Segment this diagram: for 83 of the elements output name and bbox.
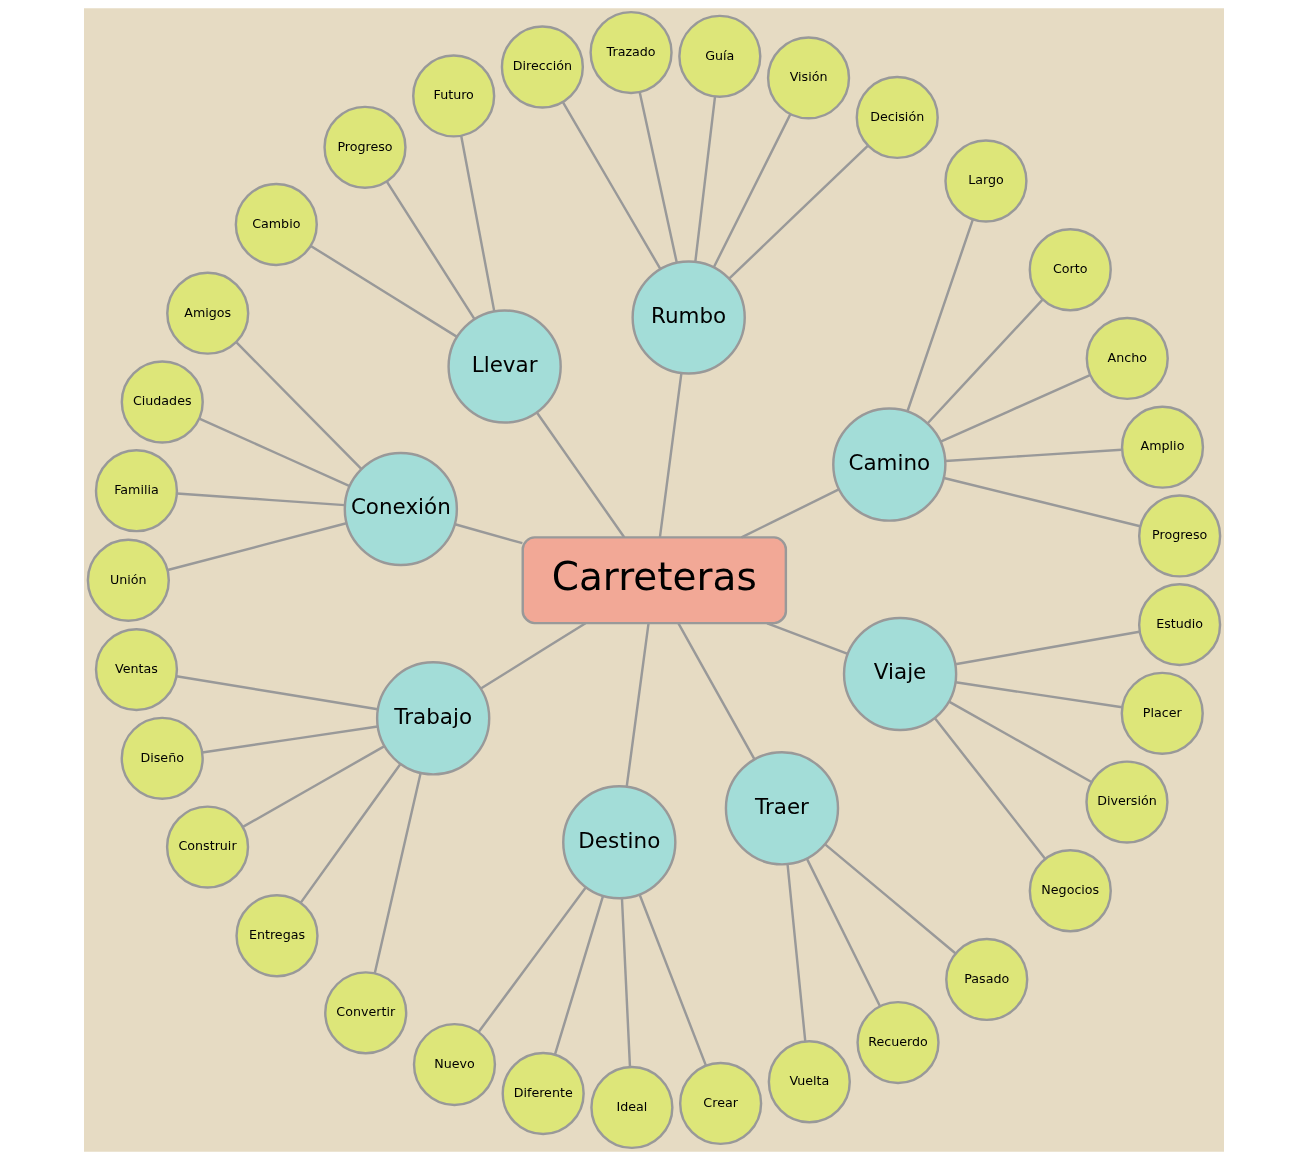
node-circle: Traer [724,751,839,866]
node-circle: Recuerdo [855,1000,940,1085]
node-circle: Convertir [323,971,407,1055]
node-circle: Pasado [944,937,1028,1022]
connector [954,630,1140,666]
node-circle: Nuevo [412,1022,496,1107]
node-circle: Decisión [855,75,939,160]
node-circle: Diversión [1084,760,1169,844]
connector [166,522,347,572]
node-circle: Ideal [589,1065,674,1150]
node-circle: Ancho [1085,316,1169,401]
node-circle: Visión [766,36,850,120]
node-box: Carreteras [521,536,787,625]
node-circle: Rumbo [630,260,746,375]
connector [234,341,362,470]
connector [926,298,1043,425]
connector [198,417,350,488]
node-circle: Ciudades [120,360,204,444]
node-circle: Corto [1028,228,1112,312]
node-circle: Conexión [343,451,458,567]
connector [693,96,716,262]
connector [944,448,1122,463]
connector [385,180,476,320]
node-circle: Progreso [322,105,407,189]
node-circle: Largo [943,139,1028,223]
connector [241,745,385,828]
node-circle: Trazado [588,10,673,95]
node-circle: Vuelta [767,1040,851,1124]
node-circle: Guía [677,14,761,98]
connector [535,412,625,538]
node-circle: Llevar [446,309,562,424]
connector [785,864,806,1042]
node-circle: Amplio [1120,405,1204,489]
connector [625,623,650,787]
connector [309,244,458,338]
connector [805,858,881,1007]
connector [658,373,683,538]
node-circle: Familia [94,449,178,533]
connector [766,622,848,656]
node-circle: Viaje [842,616,957,732]
connector [638,92,678,263]
node-circle: Cambio [234,182,318,267]
node-circle: Diseño [120,716,204,800]
connector [459,135,495,312]
node-circle: Estudio [1137,582,1221,667]
connector [479,622,586,690]
connector [561,101,661,270]
connector [823,843,956,955]
node-circle: Futuro [411,54,495,138]
connector [176,492,345,507]
connector [454,523,523,545]
connector [947,700,1092,784]
connector [727,144,869,280]
node-circle: Negocios [1028,849,1112,933]
connector [477,886,587,1033]
node-circle: Placer [1120,671,1204,755]
connector [299,763,401,904]
connector [201,725,378,754]
connector [638,894,707,1066]
connector [943,476,1140,528]
node-circle: Destino [561,784,677,900]
node-circle: Camino [831,407,947,522]
connector [955,681,1122,709]
connector [933,717,1046,860]
node-circle: Dirección [500,25,584,109]
node-circle: Amigos [165,271,249,355]
node-circle: Unión [86,538,170,622]
connector [553,895,604,1055]
node-circle: Construir [165,805,249,889]
connector [905,219,974,412]
connector [676,622,756,760]
connector [373,772,422,974]
node-circle: Crear [678,1061,762,1146]
node-circle: Entregas [234,894,319,978]
connector [175,674,378,711]
connector [620,898,631,1067]
connector [939,373,1090,443]
node-circle: Diferente [501,1051,585,1136]
connector [740,488,839,539]
node-circle: Ventas [94,627,178,712]
node-circle: Trabajo [375,661,490,776]
connector [712,113,791,268]
node-circle: Progreso [1137,494,1221,578]
